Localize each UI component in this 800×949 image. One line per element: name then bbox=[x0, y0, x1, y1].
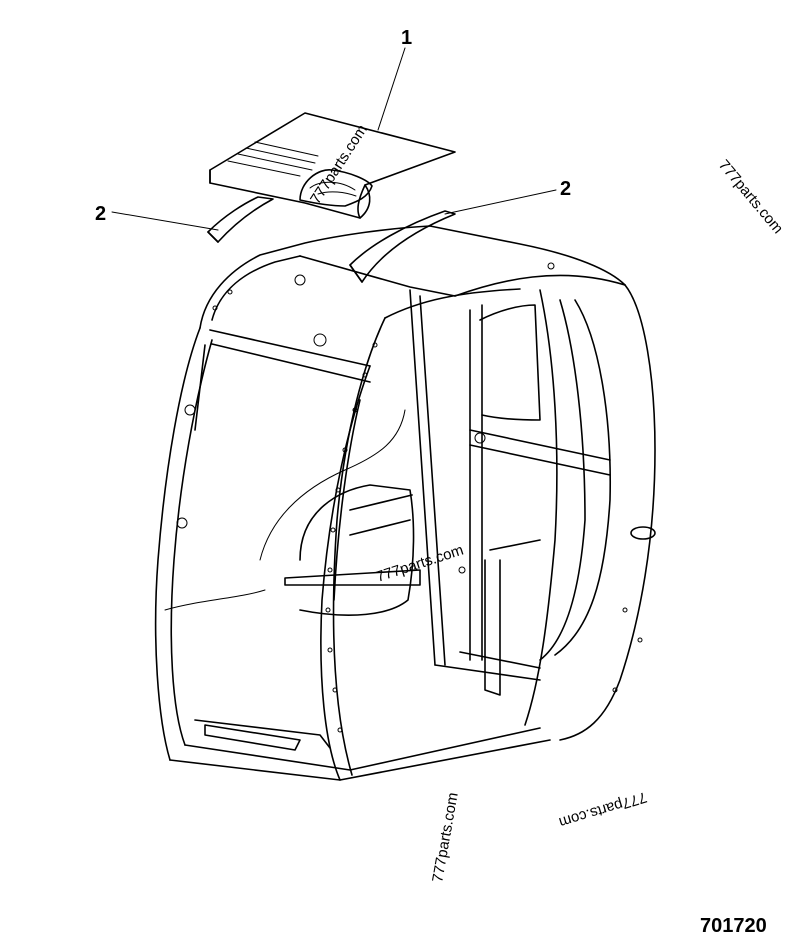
seal-strip-right-part-2 bbox=[349, 210, 456, 283]
cab-frame bbox=[154, 225, 656, 781]
leader-line-2a bbox=[111, 211, 219, 231]
seal-strip-left-part-2 bbox=[207, 196, 274, 243]
leader-line-1 bbox=[377, 47, 406, 131]
figure-number: 701720 bbox=[700, 915, 767, 937]
callout-2-right: 2 bbox=[560, 178, 571, 200]
watermark: 777parts.com bbox=[715, 157, 786, 238]
roof-panel-part-1 bbox=[209, 112, 456, 219]
watermark: 777parts.com bbox=[429, 791, 462, 883]
leader-line-2b bbox=[444, 189, 557, 215]
watermark: 777parts.com bbox=[557, 788, 649, 831]
callout-2-left: 2 bbox=[95, 203, 106, 225]
callout-1: 1 bbox=[401, 27, 412, 49]
